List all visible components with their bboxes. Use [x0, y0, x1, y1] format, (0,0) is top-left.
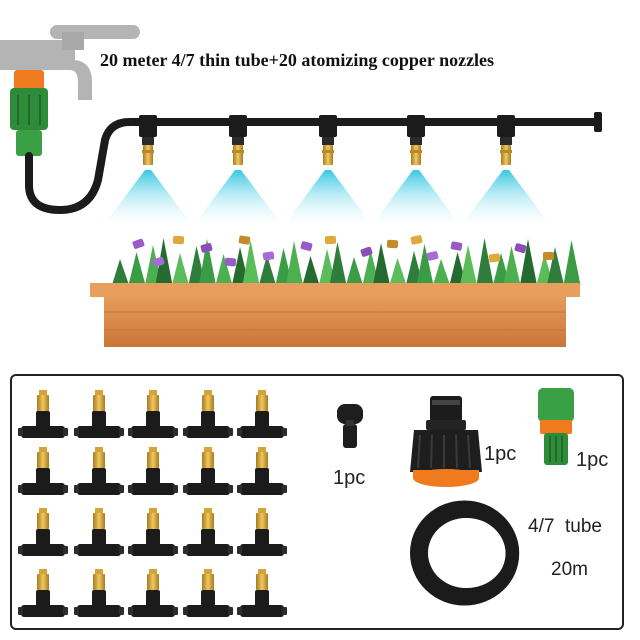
end-plug-quantity: 1pc [333, 467, 366, 489]
tee-nozzle-icon [74, 390, 124, 438]
manifold-nozzle-icon [139, 115, 157, 165]
tube-label: 4/7 tube [528, 516, 602, 537]
mist-spray [106, 170, 190, 222]
tee-nozzle-icon [183, 447, 233, 495]
tee-nozzle-icon [128, 508, 178, 556]
tee-nozzle-icon [183, 508, 233, 556]
mist-spray [464, 170, 548, 222]
kit-contents-frame [10, 374, 624, 630]
tee-nozzle-icon [237, 569, 287, 617]
faucet-icon [0, 25, 140, 100]
quick-connector-icon [538, 388, 574, 465]
adapter-quantity: 1pc [484, 443, 517, 465]
tee-nozzle-icon [18, 390, 68, 438]
coiled-tube-icon [410, 500, 520, 606]
tee-nozzle-icon [237, 390, 287, 438]
tee-nozzle-icon [183, 390, 233, 438]
manifold-nozzle-icon [407, 115, 425, 165]
tee-nozzle-icon [74, 447, 124, 495]
mist-spray [196, 170, 280, 222]
manifold-nozzle-icon [229, 115, 247, 165]
main-tube [25, 118, 602, 215]
faucet-adapter-icon [410, 396, 482, 487]
tee-nozzle-icon [237, 447, 287, 495]
manifold-nozzle-icon [319, 115, 337, 165]
tee-nozzle-icon [18, 447, 68, 495]
tee-nozzle-icon [128, 447, 178, 495]
flower-plants [112, 235, 581, 285]
manifold-nozzle-icon [497, 115, 515, 165]
connector-quantity: 1pc [576, 449, 609, 471]
mist-spray [286, 170, 370, 222]
tee-nozzle-icon [128, 569, 178, 617]
mist-spray [374, 170, 458, 222]
product-title: 20 meter 4/7 thin tube+20 atomizing copp… [100, 50, 495, 70]
tee-nozzle-icon [74, 508, 124, 556]
tee-nozzle-icon [74, 569, 124, 617]
nozzle-grid [18, 390, 287, 617]
end-plug-icon [337, 404, 363, 448]
tap-connector-icon [10, 70, 48, 156]
tee-nozzle-icon [183, 569, 233, 617]
tee-nozzle-icon [18, 569, 68, 617]
planter-box-icon [90, 283, 580, 347]
tube-length: 20m [551, 559, 588, 580]
tee-nozzle-icon [237, 508, 287, 556]
tee-nozzle-icon [128, 390, 178, 438]
tee-nozzle-icon [18, 508, 68, 556]
